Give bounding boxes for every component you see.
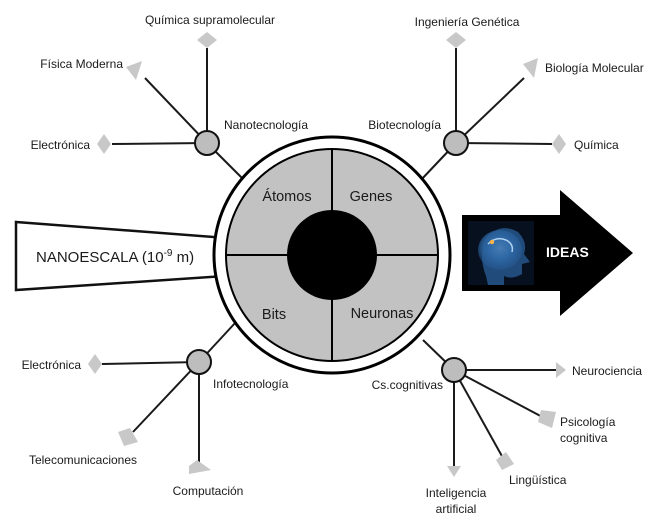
branch-label: Inteligencia xyxy=(426,486,487,500)
hub-label: Cs.cognitivas xyxy=(372,378,443,392)
diamond-icon xyxy=(446,32,466,48)
connector-lines xyxy=(101,48,556,466)
quadrant-neuronas: Neuronas xyxy=(351,306,414,322)
branch-label-line2: cognitiva xyxy=(560,431,608,445)
ideas-arrow: IDEAS xyxy=(462,190,633,316)
branch-label: Lingüística xyxy=(509,473,567,487)
nanoescala-exponent: -9 xyxy=(164,248,173,259)
diamond-icon xyxy=(447,466,461,477)
nanoescala-label: NANOESCALA (10-9 m) xyxy=(36,248,194,266)
diamond-icon xyxy=(88,354,102,374)
diamond-icon xyxy=(189,460,211,474)
branch-label-line2: artificial xyxy=(436,502,477,516)
hub-infotecnologia: Infotecnología Electrónica Telecomunicac… xyxy=(22,349,289,498)
branch-label: Biología Molecular xyxy=(545,61,644,75)
hub-label: Biotecnología xyxy=(368,118,441,132)
branch-label: Neurociencia xyxy=(572,364,642,378)
branch-label: Química supramolecular xyxy=(145,13,275,27)
branch-label: Química xyxy=(574,138,619,152)
diamond-icon xyxy=(496,452,514,470)
hub-node xyxy=(441,357,467,383)
diamond-icon xyxy=(523,58,538,78)
nanoescala-wedge: NANOESCALA (10-9 m) xyxy=(14,220,242,292)
brain-head-icon xyxy=(468,221,534,285)
branch-label: Ingeniería Genética xyxy=(415,15,520,29)
quadrant-bits: Bits xyxy=(262,307,286,323)
diamond-icon xyxy=(97,134,111,154)
hub-node xyxy=(443,130,469,156)
quadrant-genes: Genes xyxy=(350,189,393,205)
quadrant-atomos: Átomos xyxy=(262,188,311,205)
hub-biotecnologia: Biotecnología Ingeniería Genética Biolog… xyxy=(368,15,644,156)
nanoescala-suffix: m) xyxy=(172,249,194,266)
branch-label: Electrónica xyxy=(31,138,91,152)
diamond-icon xyxy=(126,61,142,80)
branch-label: Física Moderna xyxy=(40,57,123,71)
branch-label: Telecomunicaciones xyxy=(29,453,137,467)
branch-label: Psicología xyxy=(560,415,616,429)
central-circle: Átomos Genes Bits Neuronas xyxy=(212,135,452,375)
diamond-icon xyxy=(118,428,138,446)
core-disc xyxy=(287,210,377,300)
hub-label: Infotecnología xyxy=(213,377,289,391)
hub-node xyxy=(194,130,220,156)
diamond-icon xyxy=(552,134,566,154)
branch-label: Computación xyxy=(173,484,244,498)
diamond-icon xyxy=(197,32,217,48)
branch-label: Electrónica xyxy=(22,358,82,372)
hub-label: Nanotecnología xyxy=(224,118,308,132)
nanoescala-prefix: NANOESCALA (10 xyxy=(36,249,164,266)
hub-cs-cognitivas: Cs.cognitivas Neurociencia Psicología co… xyxy=(372,357,642,516)
hub-nanotecnologia: Nanotecnología Química supramolecular Fí… xyxy=(31,13,308,156)
diamond-icon xyxy=(556,362,566,378)
ideas-label: IDEAS xyxy=(546,244,589,260)
hub-node xyxy=(186,349,212,375)
diamond-icon xyxy=(538,410,556,428)
